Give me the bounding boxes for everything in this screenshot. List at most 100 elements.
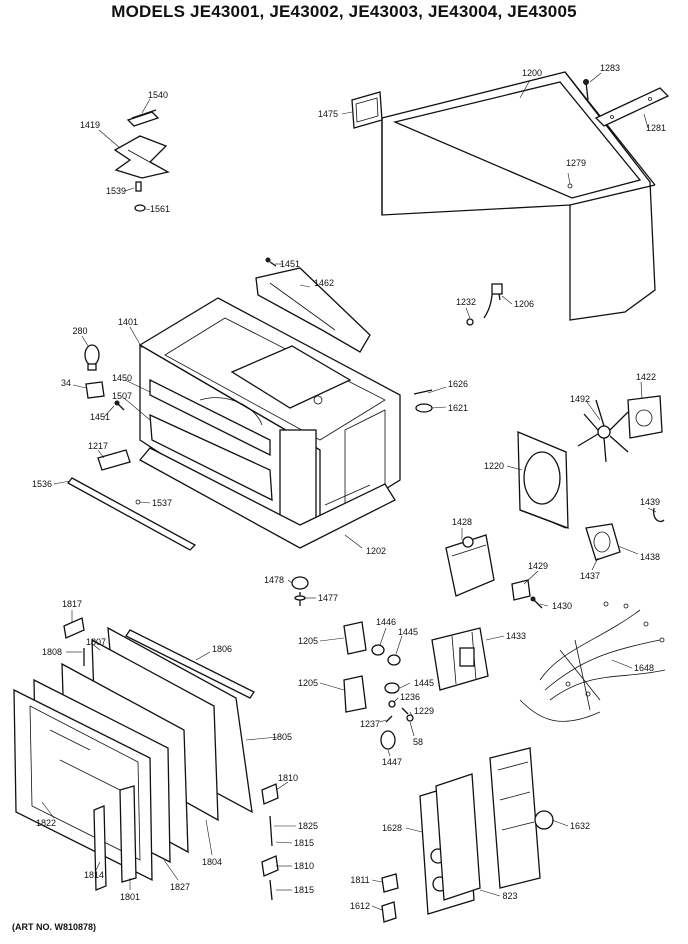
- part-label: 1817: [62, 599, 82, 609]
- part-label: 1445: [398, 627, 418, 637]
- part-label: 1236: [400, 692, 420, 702]
- part-label: 1229: [414, 706, 434, 716]
- part-number-labels: 1540 1419 1539 1561 1475 1200 1283 1281 …: [32, 63, 666, 911]
- part-label: 1612: [350, 901, 370, 911]
- door-assembly: [13, 626, 255, 882]
- part-label: 1825: [298, 821, 318, 831]
- part-1446-1445: [371, 644, 401, 694]
- part-label: 1808: [42, 647, 62, 657]
- part-1437-1438-1439: [585, 507, 665, 561]
- part-label: 1237: [360, 719, 380, 729]
- part-1283-screw: [583, 79, 589, 101]
- part-1206-cord: [466, 283, 503, 326]
- part-label: 1445: [414, 678, 434, 688]
- part-label: 1438: [640, 552, 660, 562]
- part-label: 1648: [634, 663, 654, 673]
- oven-base-plate: [138, 447, 396, 549]
- part-label: 1475: [318, 109, 338, 119]
- part-label: 1451: [280, 259, 300, 269]
- part-1626-1621-fuse: [413, 389, 433, 413]
- part-label: 1217: [88, 441, 108, 451]
- part-label: 1422: [636, 372, 656, 382]
- part-label: 1806: [212, 644, 232, 654]
- part-label: 1462: [314, 278, 334, 288]
- part-label: 1537: [152, 498, 172, 508]
- part-label: 280: [72, 326, 87, 336]
- part-label: 1279: [566, 158, 586, 168]
- part-label: 1814: [84, 870, 104, 880]
- outer-case: [381, 71, 656, 321]
- part-label: 1437: [580, 571, 600, 581]
- door-handle-parts: [63, 617, 137, 891]
- part-label: 34: [61, 378, 71, 388]
- part-label: 1428: [452, 517, 472, 527]
- part-label: 1447: [382, 757, 402, 767]
- part-label: 1477: [318, 593, 338, 603]
- part-label: 1492: [570, 394, 590, 404]
- part-label: 1804: [202, 857, 222, 867]
- part-label: 1539: [106, 186, 126, 196]
- part-label: 1628: [382, 823, 402, 833]
- part-1205-switch: [343, 621, 367, 713]
- part-label: 1807: [86, 637, 106, 647]
- part-label: 1507: [112, 391, 132, 401]
- part-label: 1200: [522, 68, 542, 78]
- part-label: 1815: [294, 838, 314, 848]
- part-label: 1439: [640, 497, 660, 507]
- part-1475-bracket: [351, 91, 383, 129]
- part-label: 1827: [170, 882, 190, 892]
- part-label: 1810: [278, 773, 298, 783]
- part-label: 1232: [456, 297, 476, 307]
- part-label: 1540: [148, 90, 168, 100]
- part-label: 1205: [298, 636, 318, 646]
- part-label: 1401: [118, 317, 138, 327]
- part-label: 1801: [120, 892, 140, 902]
- part-1478-1477-foot: [291, 576, 309, 606]
- part-1433-transformer: [431, 627, 489, 691]
- part-1492-fan-blade: [577, 399, 629, 463]
- part-label: 1205: [298, 678, 318, 688]
- part-label: 1450: [112, 373, 132, 383]
- part-label: 1561: [150, 204, 170, 214]
- oven-cavity: [138, 297, 401, 546]
- part-1236-1229-1237: [385, 700, 414, 723]
- part-label: 1811: [350, 875, 369, 885]
- door-latch-parts: [261, 783, 279, 901]
- part-1648-wire-harness: [519, 601, 666, 722]
- control-panel-assembly: [419, 747, 554, 915]
- part-label: 1632: [570, 821, 590, 831]
- part-label: 1451: [90, 412, 110, 422]
- part-1422-fan-motor: [627, 395, 663, 439]
- part-label: 58: [413, 737, 423, 747]
- part-label: 1822: [36, 818, 56, 828]
- part-label: 1283: [600, 63, 620, 73]
- stirrer-assembly: [113, 109, 170, 212]
- part-1220-fan-shroud: [517, 431, 569, 529]
- part-label: 1430: [552, 601, 572, 611]
- part-label: 1281: [646, 123, 666, 133]
- part-label: 1621: [448, 403, 468, 413]
- lamp-parts: [84, 344, 131, 471]
- part-label: 1805: [272, 732, 292, 742]
- part-label: 1478: [264, 575, 284, 585]
- part-1451-screw-top: [265, 257, 277, 267]
- part-label: 823: [502, 891, 517, 901]
- part-label: 1202: [366, 546, 386, 556]
- part-label: 1446: [376, 617, 396, 627]
- leader-lines: [41, 72, 657, 911]
- part-label: 1626: [448, 379, 468, 389]
- part-label: 1433: [506, 631, 526, 641]
- part-label: 1810: [294, 861, 314, 871]
- part-label: 1206: [514, 299, 534, 309]
- part-1429-1430: [511, 579, 543, 609]
- part-1281-strap: [594, 87, 670, 127]
- part-label: 1536: [32, 479, 52, 489]
- part-label: 1815: [294, 885, 314, 895]
- part-label: 1220: [484, 461, 504, 471]
- part-1536-gasket-strip: [67, 477, 197, 551]
- part-1447: [380, 730, 396, 750]
- art-number: (ART NO. W810878): [12, 922, 97, 932]
- page-title: MODELS JE43001, JE43002, JE43003, JE4300…: [111, 2, 577, 21]
- part-label: 1429: [528, 561, 548, 571]
